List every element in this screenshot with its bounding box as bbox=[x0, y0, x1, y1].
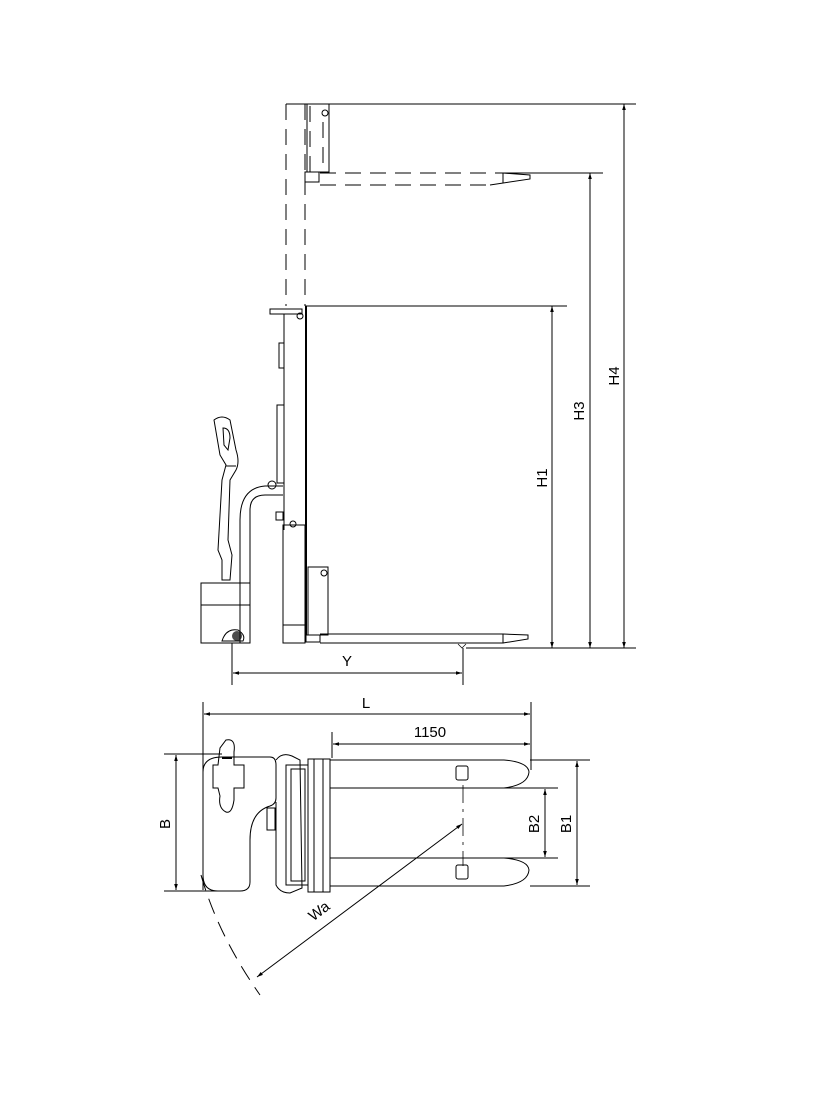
label-y: Y bbox=[342, 653, 352, 670]
tiller-handle bbox=[213, 416, 239, 581]
dimension-wa: Wa bbox=[200, 823, 463, 996]
dimension-h3: H3 bbox=[571, 173, 592, 648]
label-b2: B2 bbox=[526, 815, 543, 833]
truck-body-top bbox=[202, 739, 331, 894]
dimension-fork-length: 1150 bbox=[331, 724, 530, 758]
forks-top bbox=[330, 759, 530, 887]
side-view: H1 H3 H4 Y bbox=[200, 103, 636, 685]
label-h4: H4 bbox=[606, 366, 623, 385]
dimension-h1: H1 bbox=[534, 306, 554, 648]
dimension-b2: B2 bbox=[504, 787, 558, 859]
label-h1: H1 bbox=[534, 468, 551, 487]
mast bbox=[269, 305, 567, 644]
dimension-h4: H4 bbox=[606, 104, 626, 648]
drive-wheel bbox=[221, 629, 245, 642]
label-wa: Wa bbox=[305, 898, 333, 925]
label-b: B bbox=[157, 819, 174, 829]
dimension-y: Y bbox=[231, 643, 464, 685]
label-fork-length: 1150 bbox=[414, 724, 446, 741]
dimension-b1: B1 bbox=[530, 759, 590, 887]
label-b1: B1 bbox=[558, 815, 575, 833]
label-h3: H3 bbox=[571, 401, 588, 420]
top-view: L 1150 bbox=[157, 695, 590, 996]
label-l: L bbox=[362, 695, 370, 712]
extended-mast-dashed bbox=[285, 103, 636, 306]
dimension-b: B bbox=[157, 753, 222, 892]
fork-lowered bbox=[305, 566, 529, 649]
truck-body bbox=[200, 480, 284, 644]
dimension-l: L bbox=[202, 695, 532, 890]
tiller-head-top bbox=[212, 739, 245, 813]
